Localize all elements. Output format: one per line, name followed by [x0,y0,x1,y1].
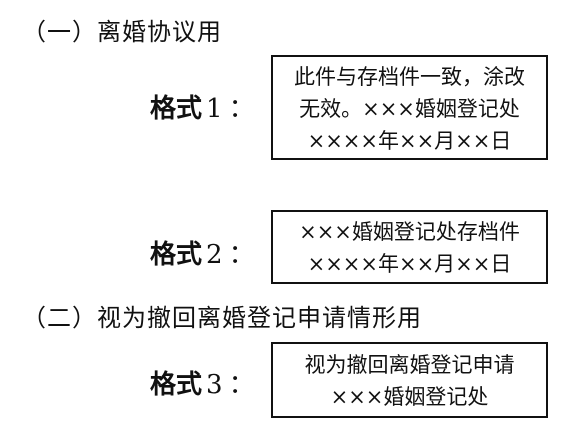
format-colon: ： [228,370,255,400]
format-3-label: 格式 3 ： [150,364,255,401]
stamp-line: 此件与存档件一致，涂改 [294,65,525,89]
format-label-text: 格式 [150,370,203,400]
format-number: 2 [206,240,223,270]
format-number: 1 [206,94,223,124]
format-1-stamp-box: 此件与存档件一致，涂改 无效。×××婚姻登记处 ××××年××月××日 [271,55,548,160]
format-label-text: 格式 [150,94,203,124]
format-number: 3 [206,370,223,400]
format-colon: ： [228,94,255,124]
stamp-line: ×××婚姻登记处 [330,385,489,409]
stamp-line: 视为撤回离婚登记申请 [304,353,515,377]
format-label-text: 格式 [150,240,203,270]
stamp-line: ××××年××月××日 [307,252,512,276]
format-2-label: 格式 2 ： [150,234,255,271]
section-heading-agreement: （一）离婚协议用 [22,18,222,46]
format-3-stamp-box: 视为撤回离婚登记申请 ×××婚姻登记处 [271,342,548,418]
stamp-line: 无效。×××婚姻登记处 [299,97,520,121]
stamp-line: ××××年××月××日 [307,129,512,153]
format-2-stamp-box: ×××婚姻登记处存档件 ××××年××月××日 [271,210,548,284]
format-1-label: 格式 1 ： [150,88,255,125]
section-heading-withdrawal: （二）视为撤回离婚登记申请情形用 [22,304,422,332]
stamp-line: ×××婚姻登记处存档件 [299,220,520,244]
format-colon: ： [228,240,255,270]
